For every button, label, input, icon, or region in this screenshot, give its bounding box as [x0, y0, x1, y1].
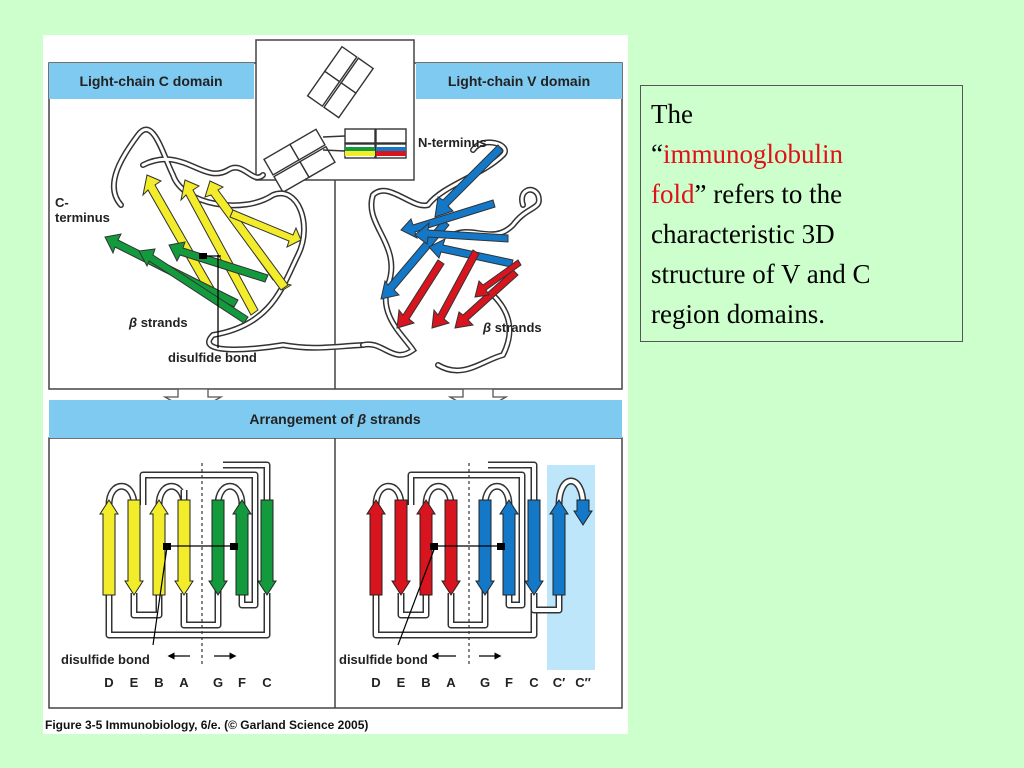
label-c-terminus-1: C- [55, 195, 69, 210]
highlight-fold: fold [651, 179, 695, 209]
label-n-terminus: N-terminus [418, 135, 487, 150]
highlight-immunoglobulin: immunoglobulin [662, 139, 843, 169]
topology-v-domain [366, 461, 593, 639]
header-v-domain-bg [416, 63, 622, 99]
label-disulfide-top: disulfide bond [168, 350, 257, 365]
strand-letter-v-7: C′ [553, 675, 566, 690]
strand-letter-c-3: A [179, 675, 189, 690]
text-line-4: characteristic 3D [651, 219, 835, 249]
arrangement-header: Arrangement of β strands [249, 411, 421, 427]
strand-v-6 [524, 499, 544, 596]
c-domain-strands [104, 174, 302, 324]
strand-v-4 [475, 499, 495, 596]
strand-letter-c-5: F [238, 675, 246, 690]
strand-letter-v-8: C″ [575, 675, 591, 690]
arrangement-header-bg [49, 400, 622, 438]
strand-c-6 [257, 499, 277, 596]
strand-letter-v-4: G [480, 675, 490, 690]
v-domain-strands [380, 144, 522, 329]
strand-letter-v-1: E [397, 675, 406, 690]
immunoglobulin-figure: Light-chain C domain Light-chain V domai… [43, 35, 628, 734]
text-line-1: The [651, 99, 693, 129]
figure-caption: Figure 3-5 Immunobiology, 6/e. (© Garlan… [45, 718, 368, 732]
header-c-domain: Light-chain C domain [79, 73, 222, 89]
strand-letter-c-0: D [104, 675, 113, 690]
strand-c-3 [174, 499, 194, 596]
strand-v-1 [391, 499, 411, 596]
strand-c-0 [99, 499, 119, 596]
strand-v-5 [499, 499, 519, 596]
strand-v-7 [549, 499, 569, 596]
strand-v-8 [573, 499, 593, 526]
description-textbox: The “immunoglobulin fold” refers to the … [640, 85, 963, 342]
figure-svg: Light-chain C domain Light-chain V domai… [45, 39, 623, 732]
label-beta-strands-c: β strands [128, 315, 188, 330]
text-line-6: region domains. [651, 299, 825, 329]
strand-v-2 [416, 499, 436, 596]
text-line-2: “immunoglobulin [651, 139, 843, 169]
strand-c-4 [208, 499, 228, 596]
strand-letter-c-2: B [154, 675, 163, 690]
header-v-domain: Light-chain V domain [448, 73, 590, 89]
strand-letter-c-4: G [213, 675, 223, 690]
topology-c-domain [99, 461, 277, 639]
label-disulfide-v: disulfide bond [339, 652, 428, 667]
label-disulfide-c: disulfide bond [61, 652, 150, 667]
label-beta-strands-v: β strands [482, 320, 542, 335]
strand-c-5 [232, 499, 252, 596]
strand-letter-v-5: F [505, 675, 513, 690]
strand-c-1 [124, 499, 144, 596]
strand-letter-c-1: E [130, 675, 139, 690]
text-line-3: fold” refers to the [651, 179, 843, 209]
strand-v-0 [366, 499, 386, 596]
header-c-domain-bg [49, 63, 254, 99]
label-c-terminus-2: terminus [55, 210, 110, 225]
text-line-5: structure of V and C [651, 259, 871, 289]
strand-letter-v-6: C [529, 675, 539, 690]
strand-letter-v-2: B [421, 675, 430, 690]
strand-letter-c-6: C [262, 675, 272, 690]
strand-letter-v-3: A [446, 675, 456, 690]
strand-letter-v-0: D [371, 675, 380, 690]
strand-v-3 [441, 499, 461, 596]
